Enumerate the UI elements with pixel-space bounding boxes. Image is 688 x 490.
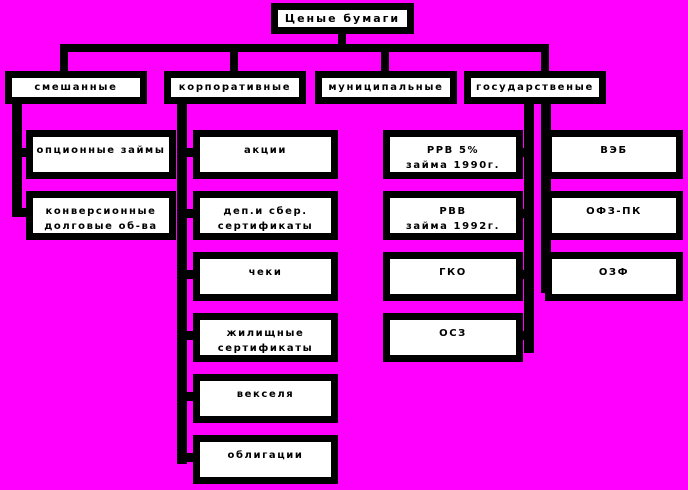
connector-spine-mixed (12, 103, 22, 217)
node-label: облигации (227, 450, 304, 461)
node-leaf-housing-certificates[interactable]: жилищные сертификаты (193, 313, 338, 362)
node-leaf-vehb[interactable]: ВЭБ (545, 130, 683, 179)
node-label: муниципальные (328, 82, 444, 93)
node-label: Ценые бумаги (284, 12, 401, 25)
connector-stub-municipal-4 (516, 331, 534, 340)
node-leaf-ozf[interactable]: ОЗФ (545, 252, 683, 301)
connector-stub-corporate-2 (177, 209, 197, 218)
node-leaf-ofz-pk[interactable]: ОФЗ-ПК (545, 191, 683, 240)
node-label: деп.и сбер. сертификаты (217, 206, 314, 232)
node-label: ОСЗ (439, 328, 467, 339)
connector-stub-municipal-1 (516, 148, 534, 157)
node-label: ОЗФ (598, 267, 630, 278)
node-label: чеки (248, 267, 283, 278)
node-category-corporate[interactable]: корпоративные (164, 71, 306, 104)
node-category-municipal[interactable]: муниципальные (315, 71, 457, 104)
node-label: опционные займы (36, 145, 166, 156)
connector-spine-municipal (524, 103, 534, 353)
connector-drop-municipal (381, 44, 389, 72)
node-leaf-cheques[interactable]: чеки (193, 252, 338, 301)
node-category-state[interactable]: государственые (464, 71, 606, 104)
node-label: ВЭБ (600, 145, 628, 156)
node-label: РРВ 5% займа 1990г. (405, 145, 501, 171)
node-leaf-option-loans[interactable]: опционные займы (26, 130, 176, 179)
node-label: корпоративные (178, 82, 292, 93)
connector-spine-corporate (177, 103, 187, 464)
node-label: жилищные сертификаты (217, 328, 314, 354)
node-label: смешанные (34, 82, 118, 93)
node-leaf-rvv-loan-1992[interactable]: РВВ займа 1992г. (383, 191, 523, 240)
connector-stub-municipal-3 (516, 270, 534, 279)
connector-stub-mixed-1 (12, 148, 30, 157)
node-leaf-bonds[interactable]: облигации (193, 435, 338, 484)
node-leaf-osz[interactable]: ОСЗ (383, 313, 523, 362)
node-root-securities[interactable]: Ценые бумаги (271, 3, 414, 34)
connector-stub-corporate-1 (177, 148, 197, 157)
node-label: ОФЗ-ПК (586, 206, 642, 217)
connector-drop-corporate (230, 44, 238, 72)
node-leaf-convertible-debt[interactable]: конверсионные долговые об-ва (26, 191, 176, 240)
node-label: конверсионные долговые об-ва (44, 206, 158, 232)
connector-stub-municipal-2 (516, 209, 534, 218)
node-leaf-gko[interactable]: ГКО (383, 252, 523, 301)
node-label: государственые (476, 82, 594, 93)
connector-stub-corporate-6 (177, 453, 197, 462)
node-leaf-rrv-5-loan-1990[interactable]: РРВ 5% займа 1990г. (383, 130, 523, 179)
connector-drop-state (541, 44, 549, 72)
connector-stub-corporate-4 (177, 331, 197, 340)
node-leaf-promissory-notes[interactable]: векселя (193, 374, 338, 423)
node-label: векселя (236, 389, 295, 400)
node-label: акции (244, 145, 287, 156)
connector-root-stem (338, 33, 346, 46)
connector-stub-mixed-2 (12, 208, 30, 217)
node-label: РВВ займа 1992г. (405, 206, 501, 232)
node-category-mixed[interactable]: смешанные (5, 71, 147, 104)
connector-stub-corporate-5 (177, 392, 197, 401)
connector-drop-mixed (60, 44, 68, 72)
node-label: ГКО (439, 267, 467, 278)
connector-stub-corporate-3 (177, 270, 197, 279)
connector-main-bus (60, 44, 549, 52)
node-leaf-shares[interactable]: акции (193, 130, 338, 179)
node-leaf-deposit-savings-certificates[interactable]: деп.и сбер. сертификаты (193, 191, 338, 240)
